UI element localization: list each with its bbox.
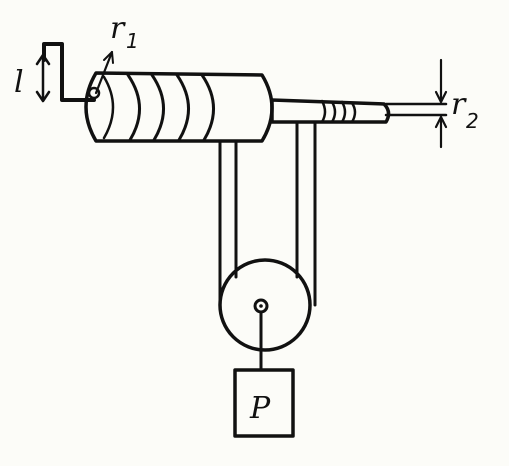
crank-handle-icon <box>42 42 96 102</box>
radius-small-arrows <box>434 58 448 149</box>
large-drum <box>84 71 274 143</box>
handle-length-arrow <box>35 53 51 103</box>
weight-box-icon <box>233 368 295 438</box>
radius-small-label: r <box>451 87 467 122</box>
rope <box>218 120 317 307</box>
small-drum <box>270 98 391 124</box>
pulley-wheel-icon <box>218 258 312 352</box>
axle-shaft <box>384 102 448 117</box>
radius-large-label: r <box>110 11 126 46</box>
radius-large-subscript: 1 <box>126 29 139 53</box>
radius-large-arrow <box>94 50 114 95</box>
load-label: P <box>249 391 271 426</box>
axle-hub-icon <box>87 86 101 100</box>
radius-small-subscript: 2 <box>466 109 479 133</box>
handle-length-label: l <box>14 65 24 100</box>
